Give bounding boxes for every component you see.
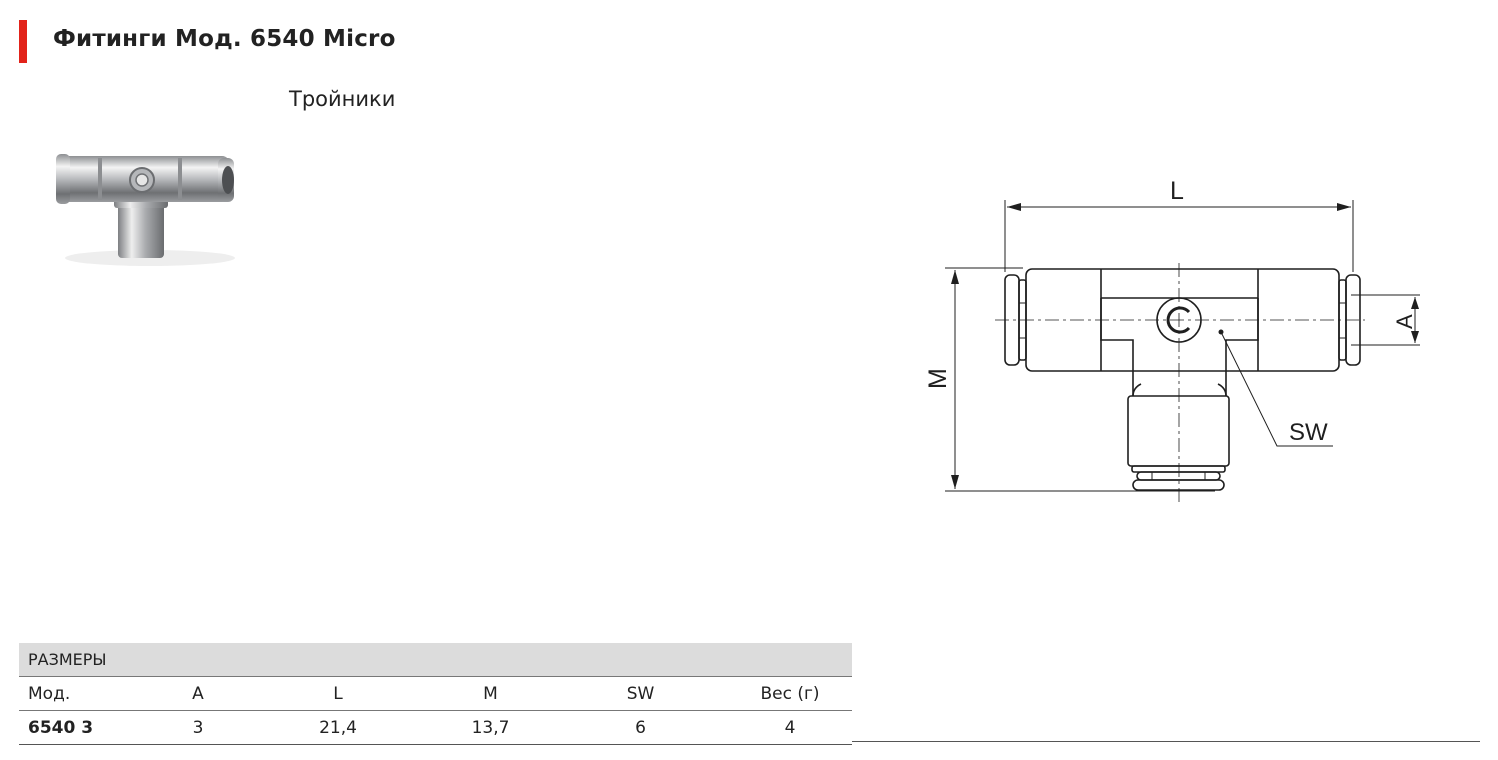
page-subtitle: Тройники (289, 87, 396, 111)
table-section-title: РАЗМЕРЫ (19, 643, 852, 677)
dim-label-SW: SW (1289, 419, 1328, 446)
col-header-weight: Вес (г) (728, 676, 852, 711)
dim-label-M: M (924, 368, 952, 389)
cell-sw: 6 (553, 710, 728, 745)
col-header-m: M (428, 676, 553, 711)
dim-label-A: A (1392, 314, 1417, 329)
dimensions-table: РАЗМЕРЫ Мод. A L M SW Вес (г) 6540 3 3 2… (19, 643, 852, 745)
table-section-header: РАЗМЕРЫ (19, 643, 852, 677)
tee-fitting-photo (56, 154, 235, 266)
cell-m: 13,7 (428, 710, 553, 745)
accent-bar (19, 20, 27, 63)
table-row: 6540 3 3 21,4 13,7 6 4 (19, 710, 852, 745)
table-header-row: Мод. A L M SW Вес (г) (19, 676, 852, 711)
cell-weight: 4 (728, 710, 852, 745)
page-title: Фитинги Мод. 6540 Micro (53, 26, 396, 52)
col-header-sw: SW (553, 676, 728, 711)
col-header-a: A (148, 676, 248, 711)
col-header-l: L (248, 676, 428, 711)
cell-a: 3 (148, 710, 248, 745)
cell-l: 21,4 (248, 710, 428, 745)
cell-mod: 6540 3 (19, 710, 148, 745)
technical-drawing: L M A SW (924, 177, 1420, 503)
dim-label-L: L (1170, 177, 1184, 205)
footer-rule (852, 741, 1480, 742)
col-header-mod: Мод. (19, 676, 148, 711)
